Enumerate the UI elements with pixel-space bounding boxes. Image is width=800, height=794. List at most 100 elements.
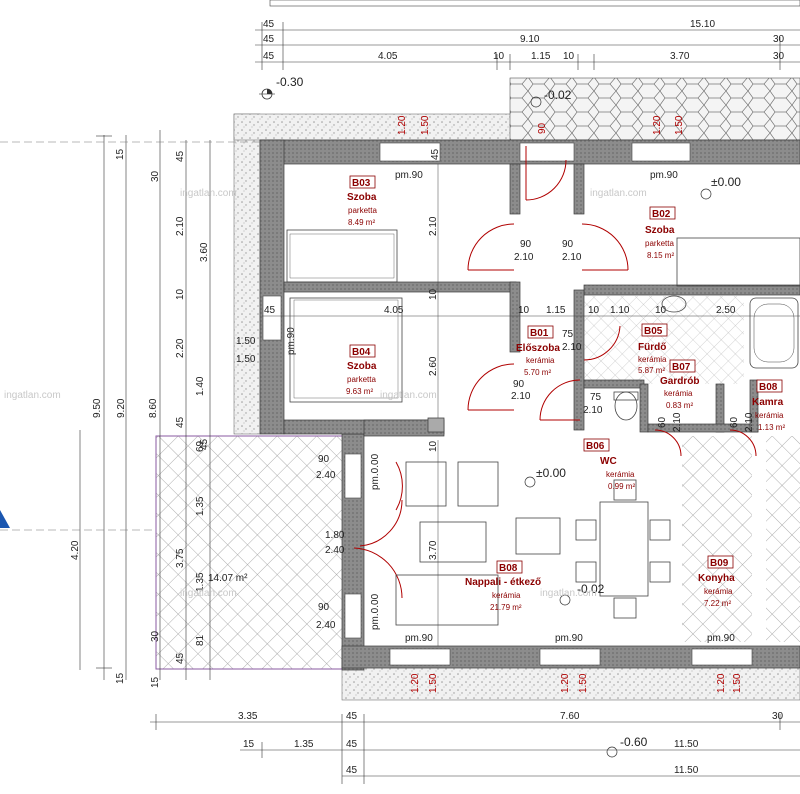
section-arrow (0, 510, 10, 528)
dim-left-c4-i: 1.35 (195, 572, 206, 592)
dim-bot-level: -0.60 (620, 735, 648, 749)
tile-kitchen (682, 436, 752, 642)
v370-mid: 3.70 (428, 540, 439, 560)
dim-top-r3-c: 10 (493, 51, 505, 62)
room-b01-name: Előszoba (516, 343, 560, 354)
room-b05: B05 Fürdő kerámia 5.87 m² (638, 323, 668, 375)
level-l4: ±0.00 (536, 466, 566, 480)
pm90-b03: pm.90 (395, 170, 423, 181)
w120-bot-b: 1.20 (560, 673, 571, 693)
door-90-e: 90 (318, 602, 330, 613)
dim-left-c5-b: 3.60 (199, 242, 210, 262)
h115-mid: 1.15 (546, 305, 566, 316)
room-b08-floor: kerámia (492, 591, 521, 600)
window-openings (262, 142, 753, 666)
w120-bot-c: 1.20 (716, 673, 727, 693)
dim-bot-r2-b: 1.35 (294, 739, 314, 750)
interior-dimensions (262, 164, 800, 646)
dim-left-c4-g: 69 (195, 440, 206, 452)
paving-top (509, 77, 800, 141)
room-b02-area: 8.15 m² (647, 251, 674, 260)
pm90-left: pm.90 (286, 327, 297, 355)
door-210-c: 2.10 (511, 391, 531, 402)
h150-left-a: 1.50 (236, 336, 256, 347)
room-b06: B06 WC kerámia 0.99 m² (583, 438, 635, 491)
room-b01: B01 Előszoba kerámia 5.70 m² (516, 325, 560, 377)
room-b07-area: 0.83 m² (666, 401, 693, 410)
pm000-b: pm.0.00 (370, 593, 381, 630)
w150-bot-a: 1.50 (428, 673, 439, 693)
dim-left-c4-f: 45 (175, 416, 186, 428)
dim-left-c3-b: 8.60 (148, 398, 159, 418)
level-l5: -0.02 (577, 582, 605, 596)
room-b03-name: Szoba (347, 192, 377, 203)
tile-kitchen-right (766, 436, 800, 642)
level-l1: -0.30 (276, 75, 304, 89)
w120-bot-a: 1.20 (410, 673, 421, 693)
dim-left-c4-a: 45 (175, 150, 186, 162)
dim-left-c3-e: 15 (150, 676, 161, 688)
dimension-left (79, 130, 211, 680)
dim-bot-r3-b: 11.50 (674, 765, 699, 776)
dim-top-r1-a: 45 (263, 19, 275, 30)
room-b01-area: 5.70 m² (524, 368, 551, 377)
dim-left-c4-d: 2.20 (175, 338, 186, 358)
door-210-g: 2.10 (744, 412, 755, 432)
room-b07-id: B07 (672, 362, 691, 373)
v10-mid-b: 10 (428, 440, 439, 452)
h250-mid: 2.50 (716, 305, 736, 316)
room-b07-name: Gardrób (660, 376, 699, 387)
dim-left-c4-h: 1.35 (195, 496, 206, 516)
dim-bot-r2-a: 15 (243, 739, 255, 750)
terrace (155, 435, 345, 670)
dim-top-r2-a: 45 (263, 34, 275, 45)
door-90-b: 90 (562, 239, 574, 250)
dimension-top (255, 22, 800, 70)
watermark-2: ingatlan.com (590, 188, 647, 199)
pm90-b3: pm.90 (707, 633, 735, 644)
door-60-a: 60 (657, 416, 668, 428)
tile-bath (584, 296, 744, 384)
room-b08-area: 21.79 m² (490, 603, 522, 612)
room-b02-floor: parketta (645, 239, 674, 248)
dimension-bottom (150, 714, 800, 784)
door-210-f: 2.10 (672, 412, 683, 432)
room-b08: B08 Nappali - étkező kerámia 21.79 m² (465, 560, 541, 612)
dim-bot-r1-b: 45 (346, 711, 358, 722)
room-b04-name: Szoba (347, 361, 377, 372)
level-marker (259, 88, 275, 100)
door-75-b: 75 (590, 392, 602, 403)
gravel-top (233, 113, 521, 141)
room-b09: B09 Konyha kerámia 7.22 m² (698, 555, 735, 608)
room-b03: B03 Szoba parketta 8.49 m² (347, 175, 377, 227)
room-b04-floor: parketta (347, 375, 376, 384)
v10-mid-a: 10 (428, 288, 439, 300)
dim-left-c4-b: 2.10 (175, 216, 186, 236)
furniture (286, 229, 800, 626)
room-b04-id: B04 (352, 347, 371, 358)
door-240-a: 2.40 (316, 470, 336, 481)
level-l2: -0.02 (544, 88, 572, 102)
door-75-a: 75 (562, 329, 574, 340)
dim-top-r3-b: 4.05 (378, 51, 398, 62)
h45-mid: 45 (264, 305, 276, 316)
dim-bot-r3-a: 45 (346, 765, 358, 776)
dim-left-c1-b: 9.50 (92, 398, 103, 418)
dim-bot-r1-d: 30 (772, 711, 784, 722)
h110-mid: 1.10 (610, 305, 630, 316)
title-band (269, 0, 800, 7)
w150-top-b: 1.50 (674, 115, 685, 135)
dim-bot-r2-c: 45 (346, 739, 358, 750)
room-b06-id: B06 (586, 441, 605, 452)
room-b09-area: 7.22 m² (704, 599, 731, 608)
dim-top-r3-f: 3.70 (670, 51, 690, 62)
dim-bot-r2-d: 11.50 (674, 739, 699, 750)
dim-left-c3-a: 30 (150, 170, 161, 182)
h10-mid-b: 10 (588, 305, 600, 316)
h150-left-b: 1.50 (236, 354, 256, 365)
dim-left-c4-j: 81 (195, 634, 206, 646)
watermark-4: ingatlan.com (380, 390, 437, 401)
dim-left-c4-k: 45 (175, 652, 186, 664)
pm90-b02: pm.90 (650, 170, 678, 181)
